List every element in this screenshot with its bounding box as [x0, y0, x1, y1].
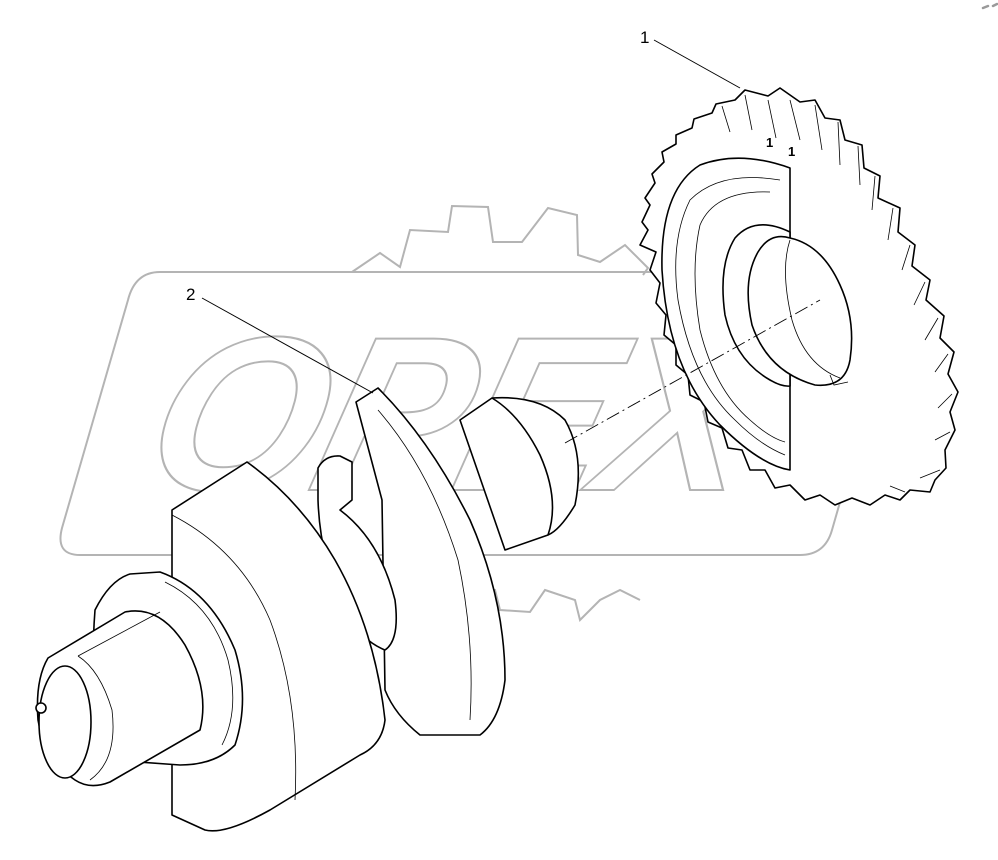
part-2-crankshaft — [35, 387, 580, 832]
gear-timing-mark: 1 — [766, 135, 773, 150]
shaft-end-face — [38, 665, 92, 779]
gear-tooth-flanks — [721, 94, 953, 493]
callout-1: 1 — [640, 28, 741, 89]
callout-label: 2 — [186, 285, 195, 304]
assembly-axis-line — [564, 299, 821, 444]
corner-mark — [981, 2, 998, 10]
center-hole — [35, 702, 47, 714]
rear-counterweight — [355, 387, 506, 736]
gear-timing-mark: 1 — [788, 144, 795, 159]
callout-leader-line — [201, 297, 374, 394]
callout-label: 1 — [640, 28, 649, 47]
callout-leader-line — [653, 39, 741, 89]
rear-journal — [459, 396, 580, 551]
callout-2: 2 — [186, 285, 374, 394]
